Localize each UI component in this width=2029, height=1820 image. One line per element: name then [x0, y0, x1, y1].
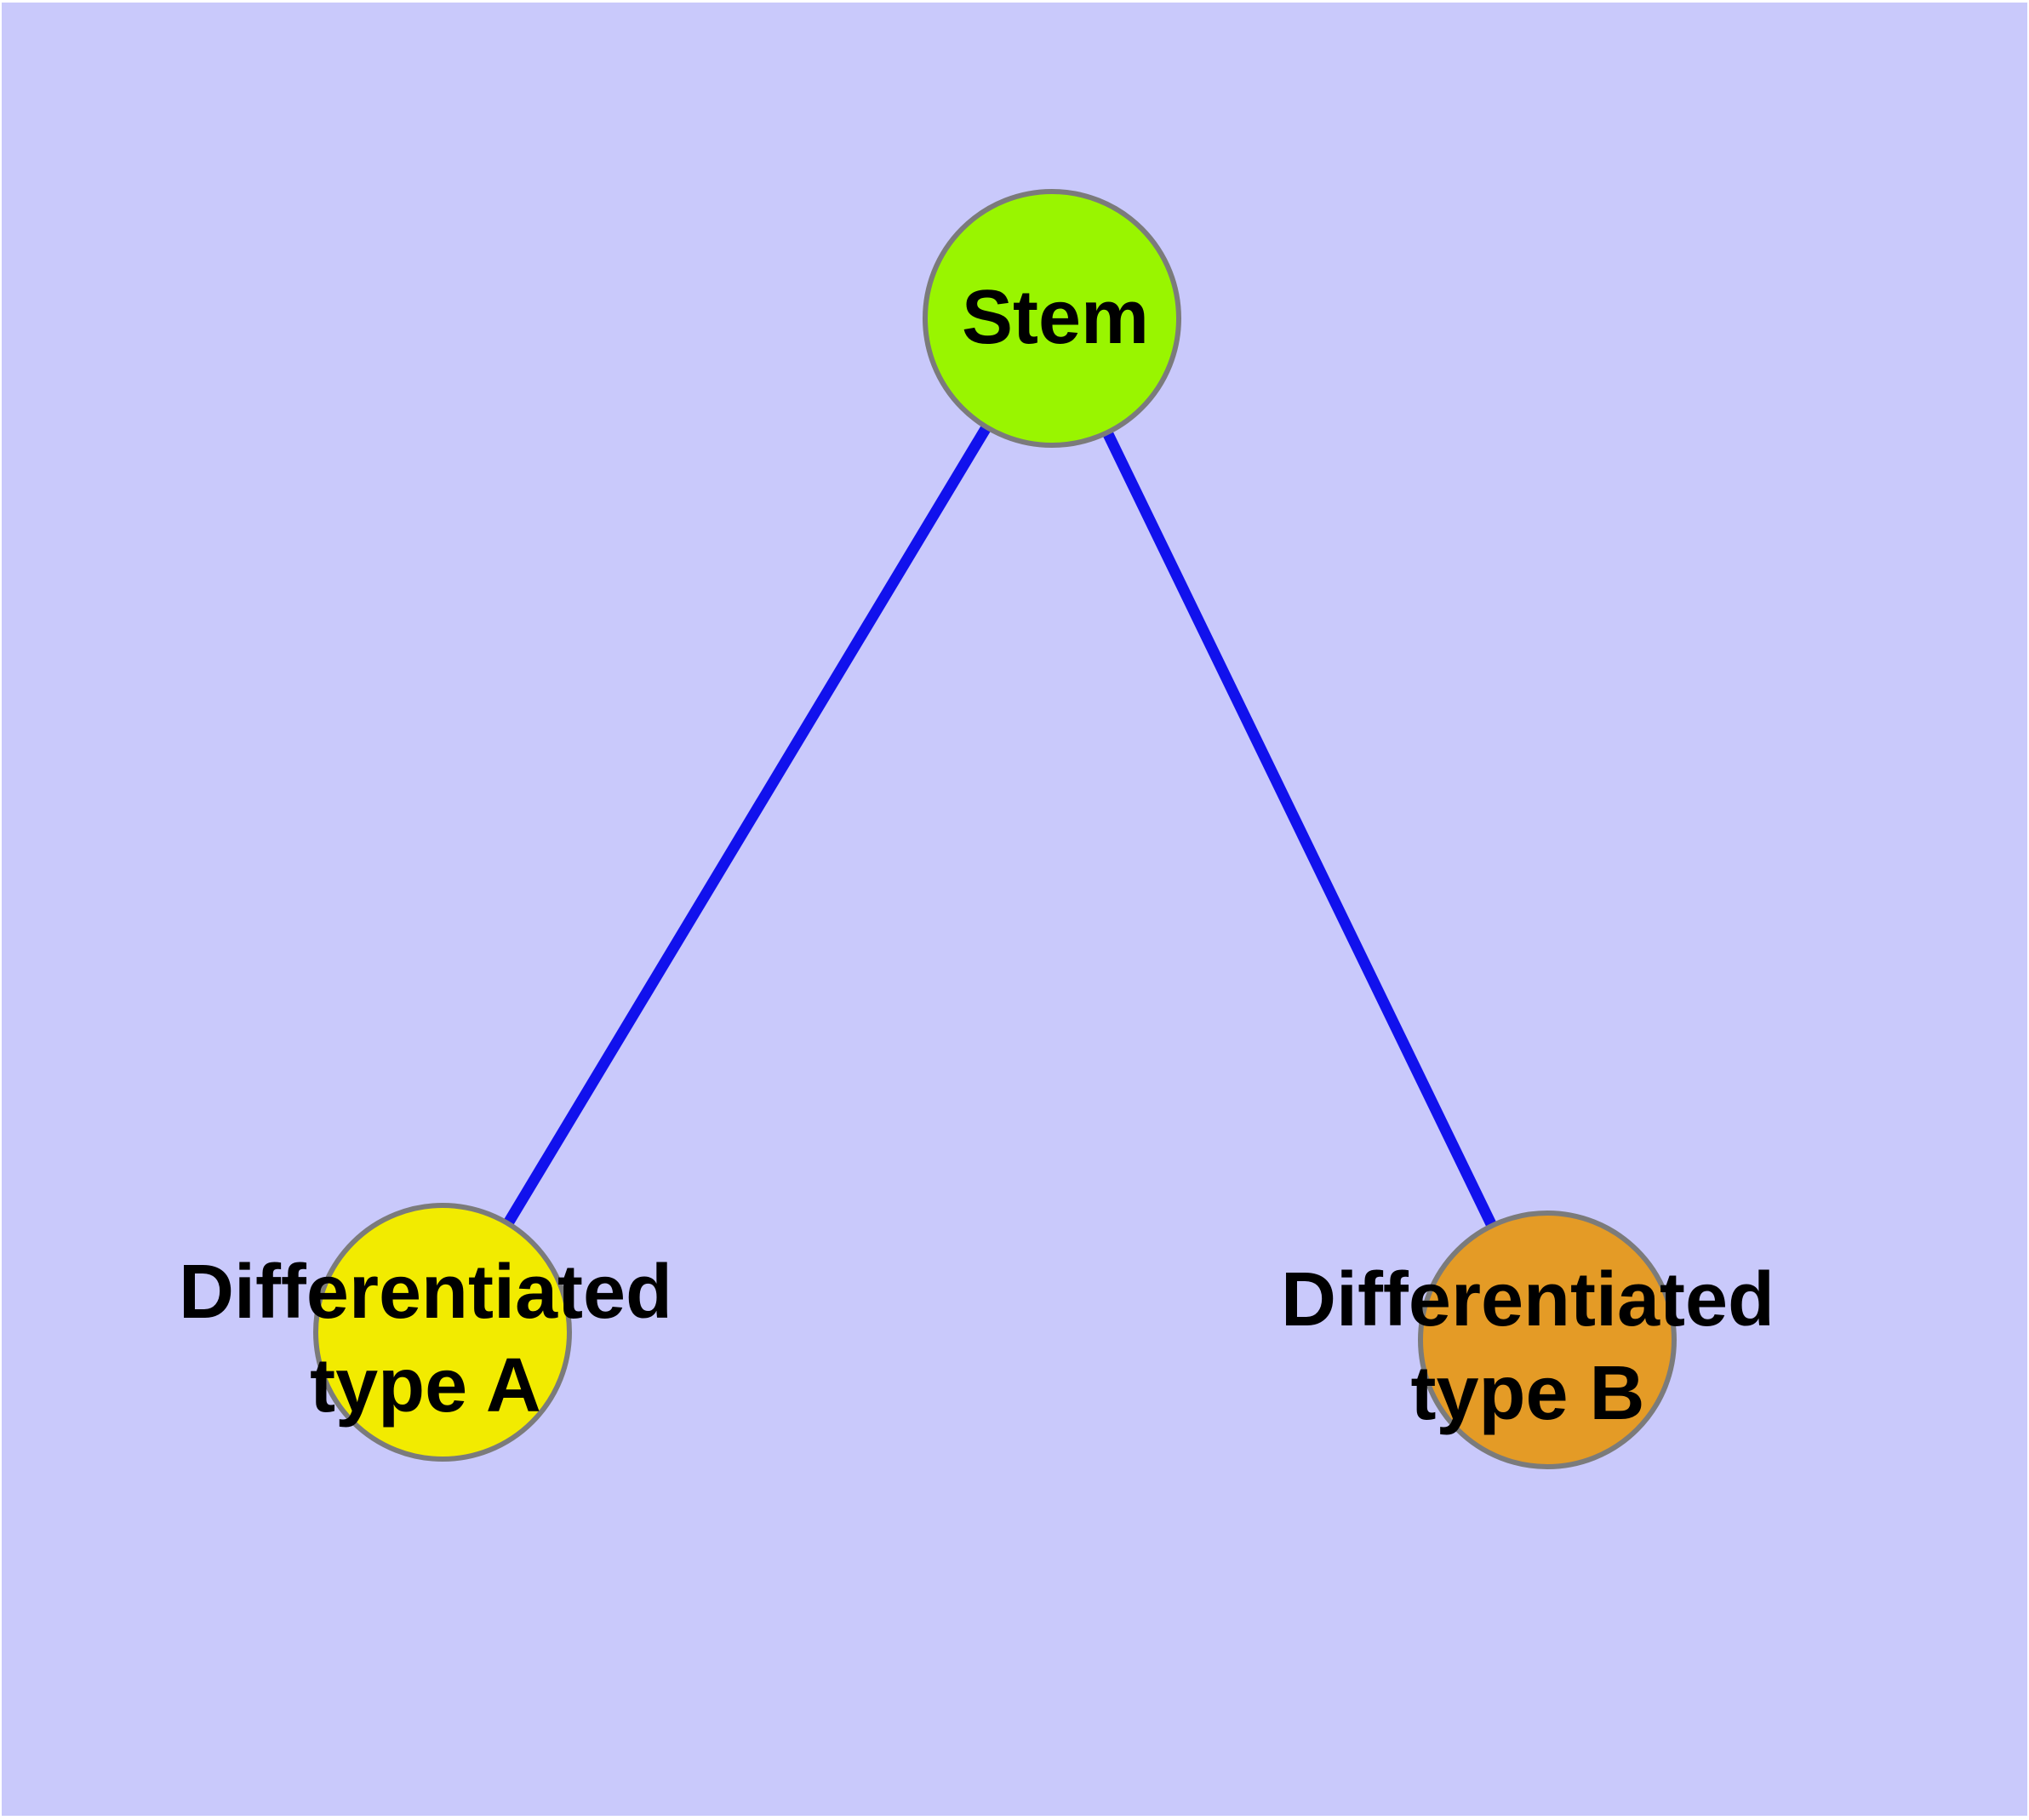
node-differentiated-type-b[interactable] [1418, 1210, 1677, 1469]
node-differentiated-type-a[interactable] [313, 1203, 572, 1462]
node-label-type-a-line1: Differentiated [179, 1250, 672, 1335]
edge-stem-to-type-a [437, 315, 1057, 1336]
node-label-type-a-line2: type A [310, 1343, 541, 1428]
node-label-type-b-line1: Differentiated [1281, 1257, 1775, 1342]
node-stem[interactable] [923, 189, 1181, 448]
edge-stem-to-type-b [1047, 316, 1552, 1342]
node-label-stem: Stem [962, 275, 1149, 360]
node-label-type-b-line2: type B [1410, 1351, 1644, 1436]
